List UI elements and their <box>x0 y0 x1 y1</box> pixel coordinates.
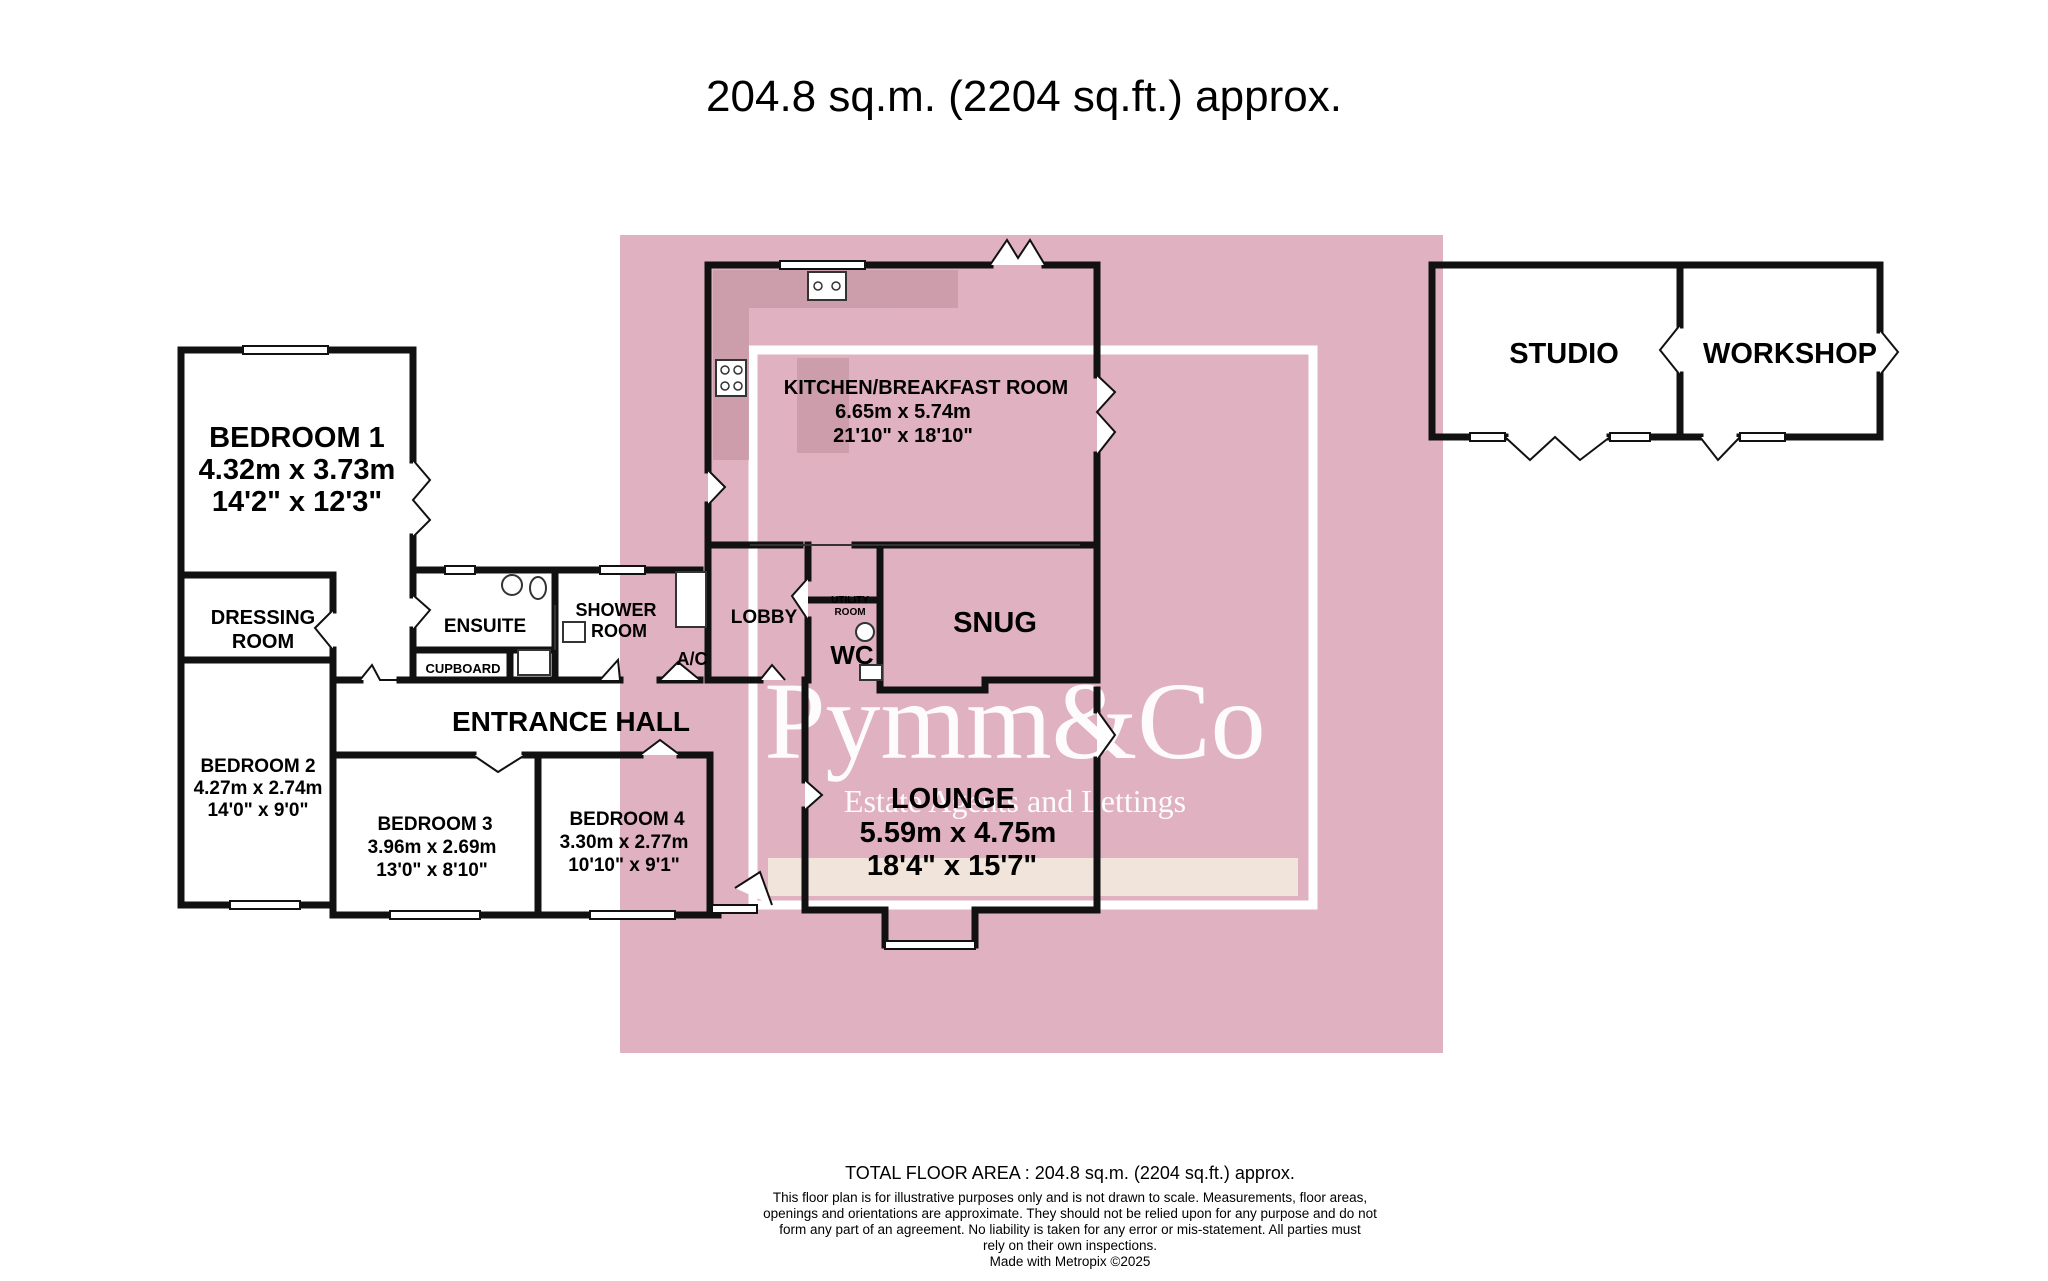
bedroom4-imperial: 10'10" x 9'1" <box>568 855 680 876</box>
bathroom-fixtures <box>501 571 883 681</box>
cupboard-name: CUPBOARD <box>425 661 500 676</box>
bedroom3-metric: 3.96m x 2.69m <box>368 837 497 858</box>
disclaimer-line: openings and orientations are approximat… <box>763 1206 1377 1221</box>
disclaimer: This floor plan is for illustrative purp… <box>640 1190 1500 1270</box>
entrance-hall-name: ENTRANCE HALL <box>452 706 690 737</box>
disclaimer-line: form any part of an agreement. No liabil… <box>779 1222 1361 1237</box>
dressing-line2: ROOM <box>232 631 294 653</box>
lobby-name: LOBBY <box>731 607 798 628</box>
disclaimer-line: rely on their own inspections. <box>982 1238 1158 1253</box>
windows <box>229 260 1786 950</box>
partitions <box>554 544 1080 650</box>
kitchen-metric: 6.65m x 5.74m <box>835 401 971 423</box>
snug-name: SNUG <box>953 607 1037 639</box>
wc-name: WC <box>830 640 874 670</box>
disclaimer-line: This floor plan is for illustrative purp… <box>772 1190 1368 1205</box>
ac-name: A/C <box>677 649 708 669</box>
bedroom2-name: BEDROOM 2 <box>200 756 315 777</box>
shower-line2: ROOM <box>591 621 647 641</box>
svg-text:Estate Agents and Lettings: Estate Agents and Lettings <box>844 783 1186 819</box>
watermark-logo: Pymm&Co Estate Agents and Lettings <box>620 235 1443 1053</box>
dressing-line1: DRESSING <box>211 607 315 629</box>
area-title: 204.8 sq.m. (2204 sq.ft.) approx. <box>706 72 1342 121</box>
utility-line1: UTILITY <box>831 595 869 606</box>
metropix-credit: Made with Metropix ©2025 <box>989 1254 1151 1269</box>
bedroom4-name: BEDROOM 4 <box>569 809 685 830</box>
bedroom4-metric: 3.30m x 2.77m <box>560 832 689 853</box>
lounge-imperial: 18'4" x 15'7" <box>867 850 1037 882</box>
total-floor-area: TOTAL FLOOR AREA : 204.8 sq.m. (2204 sq.… <box>845 1163 1295 1183</box>
shower-line1: SHOWER <box>576 600 657 620</box>
kitchen-name: KITCHEN/BREAKFAST ROOM <box>784 377 1068 399</box>
sink-icon <box>807 271 847 301</box>
bedroom1-imperial: 14'2" x 12'3" <box>212 486 382 518</box>
bedroom2-metric: 4.27m x 2.74m <box>194 778 323 799</box>
workshop-name: WORKSHOP <box>1703 338 1877 370</box>
hob-icon <box>715 359 747 397</box>
room-labels: BEDROOM 1 4.32m x 3.73m 14'2" x 12'3" DR… <box>194 338 1877 882</box>
bedroom1-metric: 4.32m x 3.73m <box>199 454 396 486</box>
bedroom1-name: BEDROOM 1 <box>209 422 385 454</box>
lounge-metric: 5.59m x 4.75m <box>860 817 1057 849</box>
ensuite-name: ENSUITE <box>444 616 526 637</box>
kitchen-imperial: 21'10" x 18'10" <box>833 425 973 447</box>
bedroom3-imperial: 13'0" x 8'10" <box>376 860 488 881</box>
lounge-name: LOUNGE <box>891 783 1015 815</box>
utility-line2: ROOM <box>834 607 865 618</box>
bedroom3-name: BEDROOM 3 <box>377 814 492 835</box>
studio-name: STUDIO <box>1509 338 1619 370</box>
bedroom2-imperial: 14'0" x 9'0" <box>207 800 308 821</box>
doors <box>313 238 1900 906</box>
